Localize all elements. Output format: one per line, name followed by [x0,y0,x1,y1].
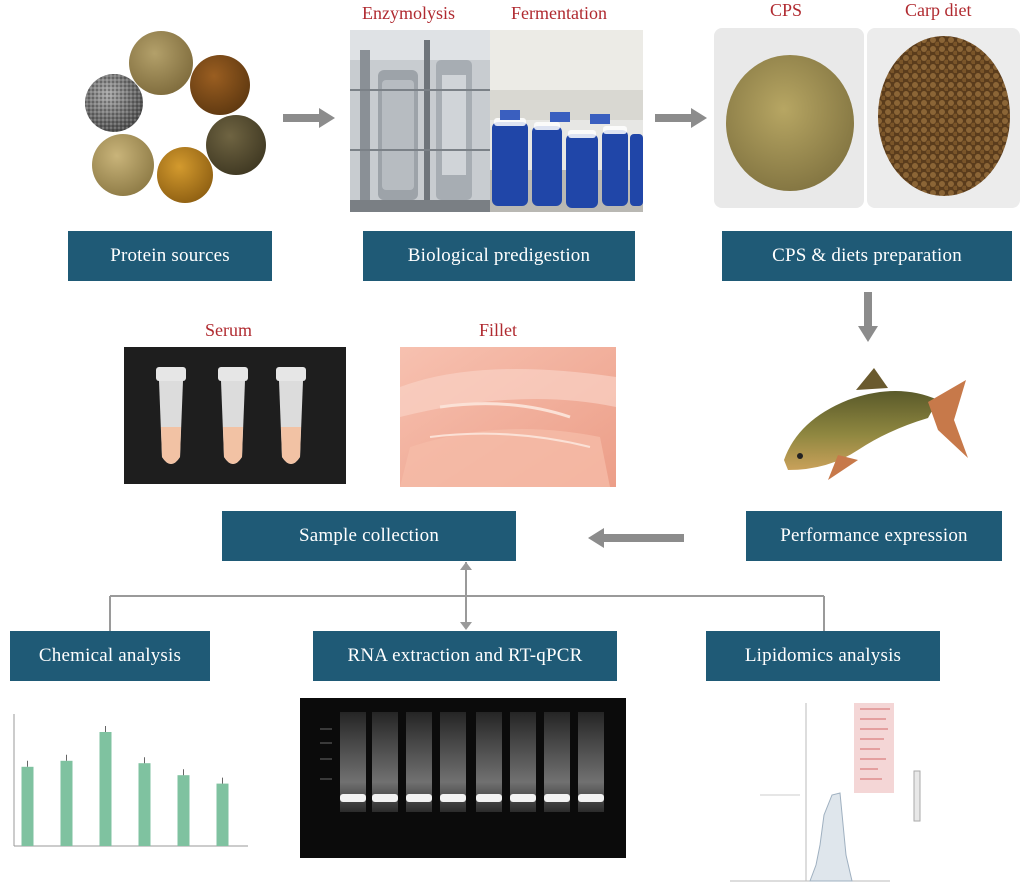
left-arrow-icon [588,528,684,548]
bar-5 [177,775,190,846]
bar-3 [99,732,112,846]
cps-diets-preparation-box: CPS & diets preparation [722,231,1012,281]
cps-label: CPS [770,0,803,20]
carp-diet-label: Carp diet [905,0,972,20]
fillet-label: Fillet [479,320,518,340]
bar-4 [138,763,151,846]
chemical-analysis-box: Chemical analysis [10,631,210,681]
protein-sources-box: Protein sources [68,231,272,281]
bar-2 [60,760,73,846]
down-arrow-icon [858,292,878,342]
enzymolysis-label: Enzymolysis [362,3,455,23]
fermentation-photo [490,30,643,212]
right-arrow-icon [283,108,335,128]
carp-diet-photo [867,28,1020,208]
sample-collection-box: Sample collection [222,511,516,561]
serum-photo [124,347,346,484]
bar-6 [216,783,229,846]
branch-connector [100,562,840,638]
performance-expression-box: Performance expression [746,511,1002,561]
carp-fish-photo [778,360,970,485]
protein-sources-photo [80,25,275,210]
lipidomics-analysis-box: Lipidomics analysis [706,631,940,681]
fermentation-label: Fermentation [511,3,607,23]
cps-photo [714,28,864,208]
rna-extraction-box: RNA extraction and RT-qPCR [313,631,617,681]
biological-predigestion-box: Biological predigestion [363,231,635,281]
right-arrow-icon [655,108,707,128]
rt-qpcr-gel-image [300,698,626,858]
bar-1 [21,766,34,846]
serum-label: Serum [205,320,252,340]
enzymolysis-photo [350,30,490,212]
chemical-analysis-bar-chart [0,700,250,870]
lipidomics-plot [720,695,940,885]
fillet-photo [400,347,616,487]
